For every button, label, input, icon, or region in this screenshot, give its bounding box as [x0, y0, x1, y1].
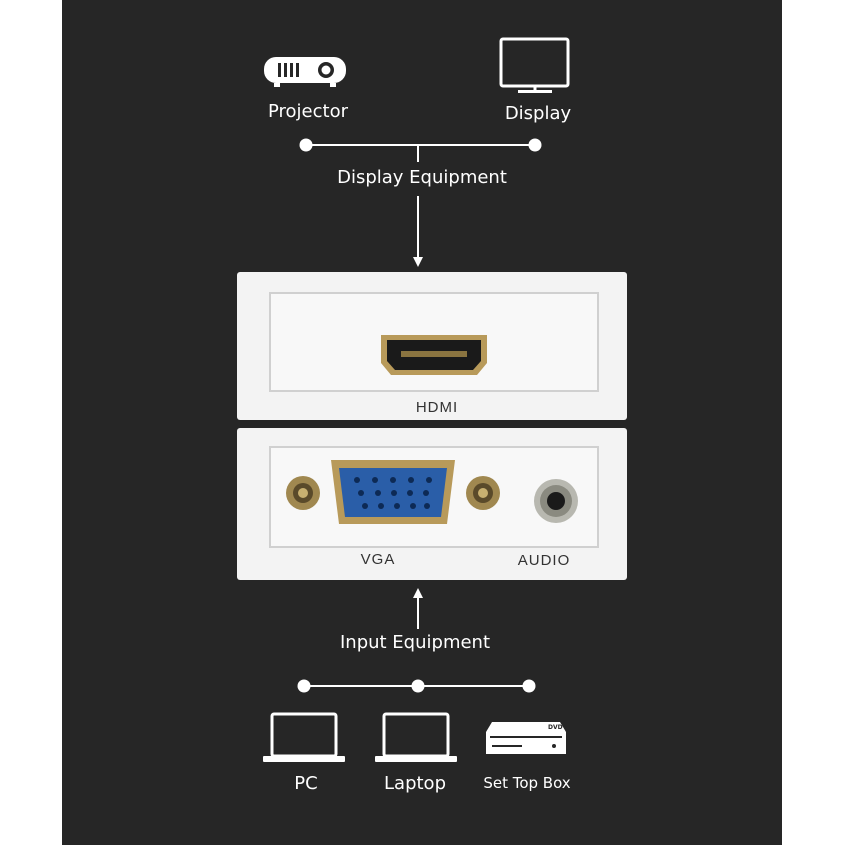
adapter-input-side: VGA AUDIO	[237, 428, 627, 580]
input-equipment-heading: Input Equipment	[339, 632, 491, 653]
laptop-icon	[375, 712, 457, 762]
set-top-box-label: Set Top Box	[483, 774, 571, 792]
display-node	[528, 138, 542, 152]
vga-port	[281, 458, 505, 532]
display-label: Display	[504, 103, 572, 124]
display-branch-line	[417, 145, 419, 162]
up-arrow-shaft	[417, 597, 419, 629]
adapter-hdmi-side: HDMI	[237, 272, 627, 420]
down-arrow-head	[413, 257, 423, 267]
hdmi-port	[379, 333, 489, 381]
audio-port-label: AUDIO	[517, 552, 571, 569]
laptop-node	[411, 679, 425, 693]
projector-icon	[264, 57, 346, 87]
up-arrow-head	[413, 588, 423, 598]
display-equipment-heading: Display Equipment	[337, 167, 507, 188]
set-top-box-node	[522, 679, 536, 693]
audio-jack	[533, 478, 579, 528]
projector-node	[299, 138, 313, 152]
pc-label: PC	[294, 773, 318, 794]
pc-node	[297, 679, 311, 693]
down-arrow-shaft	[417, 196, 419, 258]
laptop-label: Laptop	[384, 773, 446, 794]
svg-text:DVD: DVD	[548, 724, 563, 731]
display-connector-line	[306, 144, 535, 146]
vga-port-label: VGA	[360, 551, 396, 568]
hdmi-port-label: HDMI	[415, 399, 459, 416]
set-top-box-icon: DVD	[486, 722, 566, 754]
diagram-panel	[62, 0, 782, 845]
monitor-icon	[499, 37, 570, 93]
projector-label: Projector	[268, 101, 348, 122]
laptop-icon	[263, 712, 345, 762]
